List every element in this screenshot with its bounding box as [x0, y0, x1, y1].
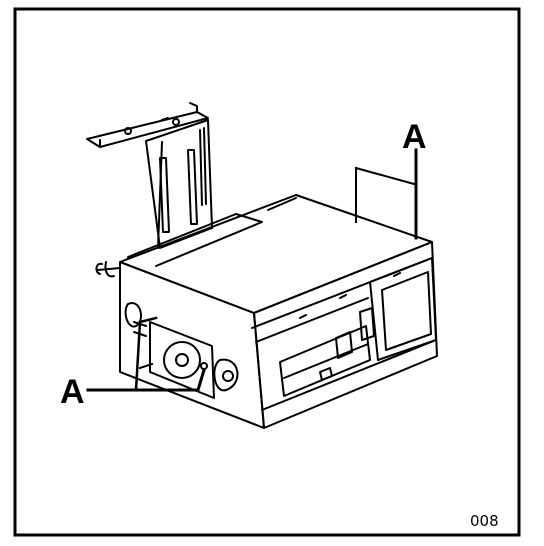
- callout-lines: [86, 148, 418, 392]
- callout-label-top-right: A: [402, 118, 427, 156]
- figure-frame: [13, 7, 521, 537]
- figure-number: 008: [470, 512, 499, 530]
- unit-housing: [119, 194, 438, 429]
- mounting-bracket: [86, 102, 213, 249]
- side-mount-details: [95, 261, 239, 399]
- magazine-door: [279, 257, 437, 397]
- cd-changer-drawing: [86, 102, 438, 429]
- callout-label-bottom-left: A: [60, 373, 85, 411]
